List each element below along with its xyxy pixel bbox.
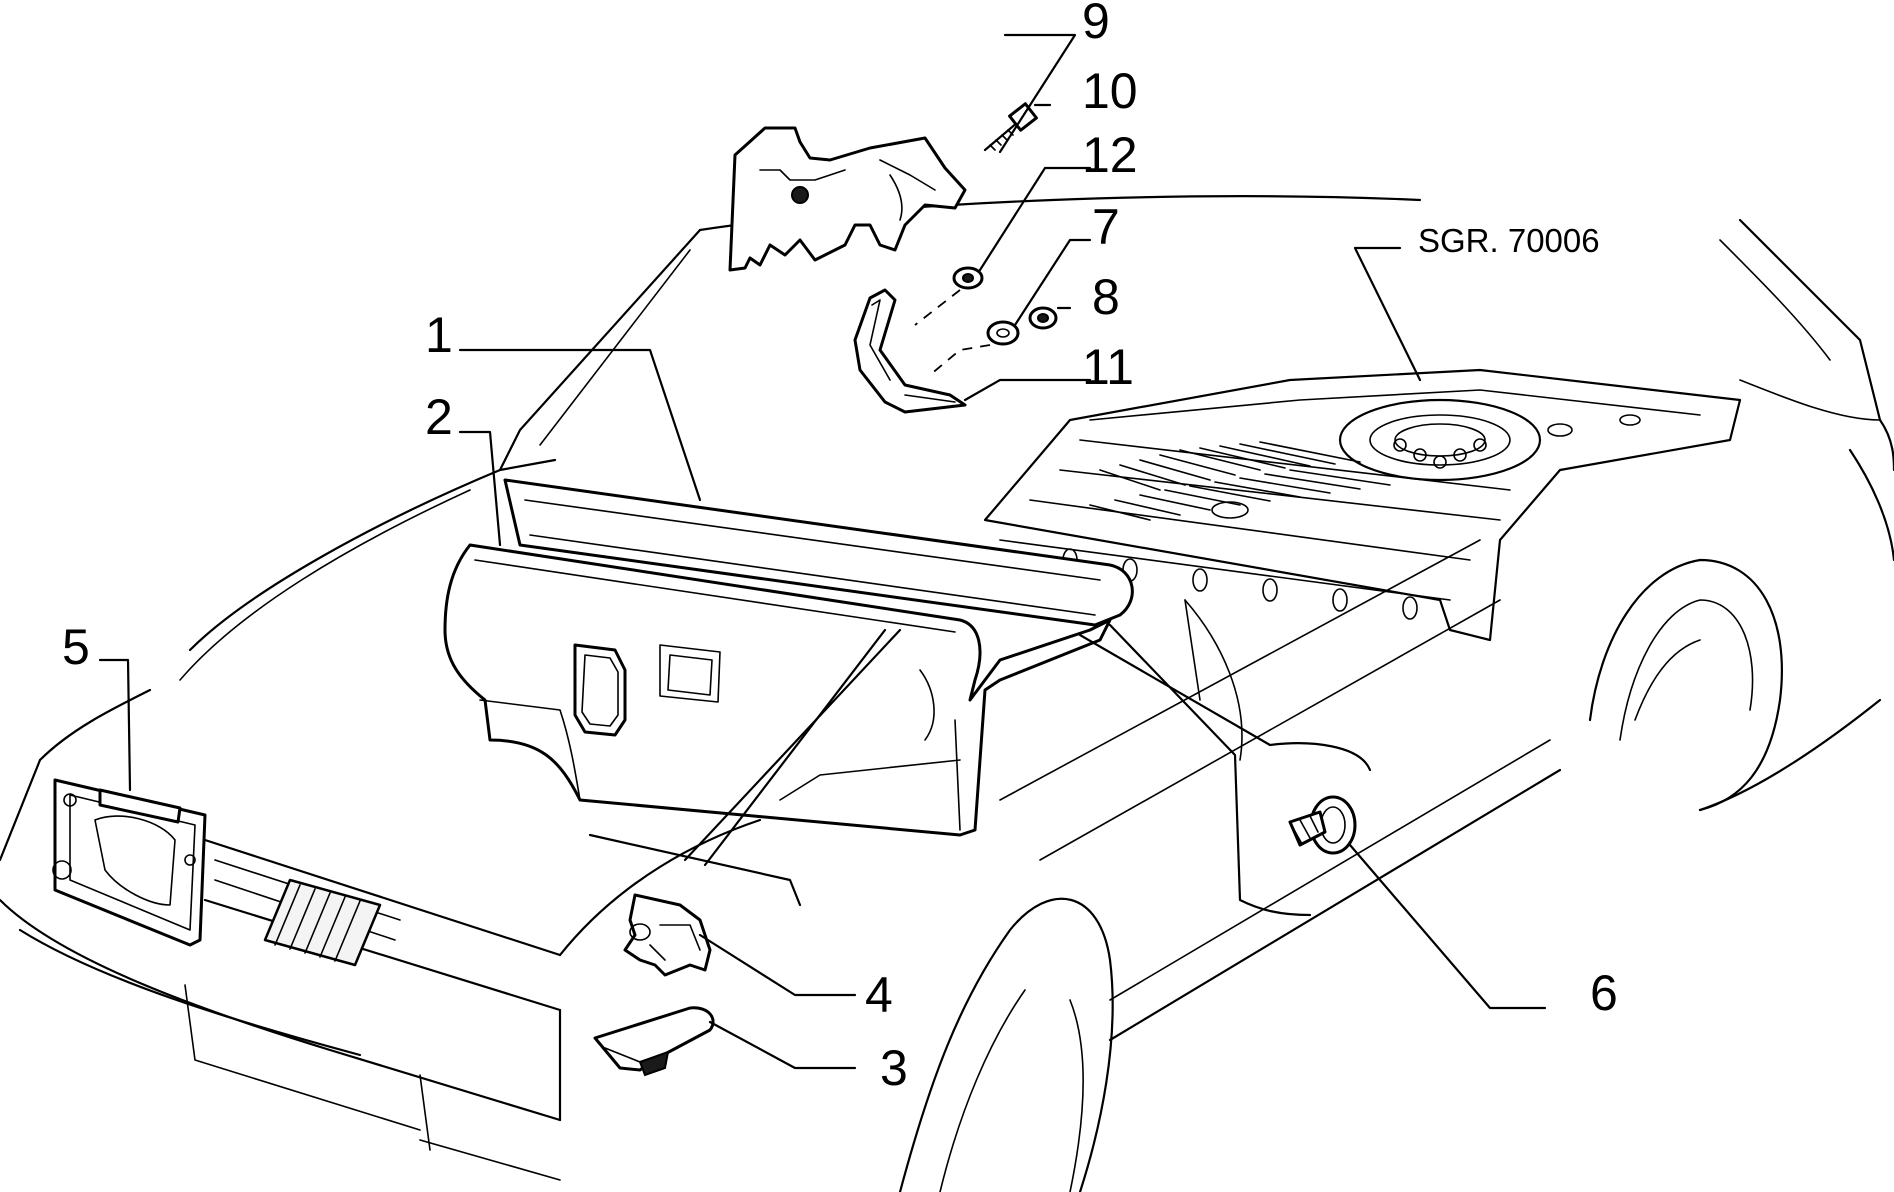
callout-9: 9: [1082, 0, 1110, 49]
callout-7: 7: [1092, 199, 1120, 255]
rear-floor-pan: [983, 368, 1742, 642]
detail-enclosure: [1108, 623, 1312, 917]
callout-8: 8: [1092, 269, 1120, 325]
callout-5: 5: [62, 619, 90, 675]
part-5-bezel: [52, 778, 207, 947]
callout-6: 6: [1590, 965, 1618, 1021]
part-3-pad: [593, 1006, 715, 1077]
callout-11: 11: [1082, 339, 1134, 395]
part-11-hook: [853, 288, 991, 414]
part-6-push-clip: [1288, 795, 1357, 855]
part-2-rear-trim: [443, 543, 1112, 837]
callout-4: 4: [865, 967, 893, 1023]
callout-2: 2: [425, 389, 453, 445]
callout-12: 12: [1082, 127, 1138, 183]
part-4-clip: [623, 893, 712, 977]
car-body: [0, 195, 1894, 1192]
part-8-nut: [1028, 306, 1058, 330]
callout-3: 3: [880, 1040, 908, 1096]
reference-label: SGR. 70006: [1418, 222, 1600, 259]
leader-lines: [98, 33, 1547, 1070]
detail-enclosure-upper: [1078, 633, 1372, 772]
part-9-bracket: [728, 126, 967, 272]
callout-10: 10: [1082, 63, 1138, 119]
part-12-nut: [952, 266, 984, 290]
part-7-washer: [986, 320, 1020, 346]
callout-1: 1: [425, 307, 453, 363]
part-10-screw: [983, 102, 1038, 152]
